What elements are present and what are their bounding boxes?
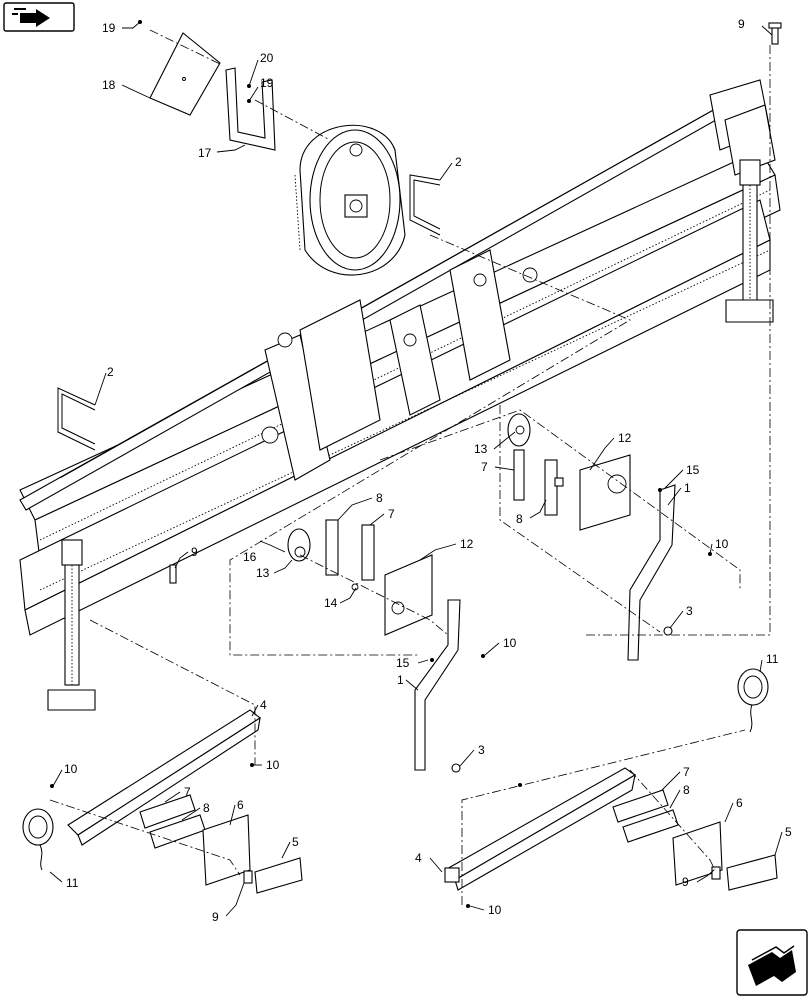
- callout-12a: 12: [618, 431, 632, 445]
- book-arrow-icon[interactable]: [3, 2, 75, 32]
- callout-3a: 3: [686, 604, 693, 618]
- next-page-arrow-icon[interactable]: [736, 929, 808, 996]
- callout-19a: 19: [102, 21, 116, 35]
- callout-1b: 1: [397, 673, 404, 687]
- callout-9b: 9: [191, 545, 198, 559]
- callout-11b: 11: [766, 652, 779, 666]
- callout-labels: 19 18 17 20 19 9 2 2 13 7 12 15 1 8 10 3…: [64, 17, 792, 924]
- callout-6b: 6: [736, 796, 743, 810]
- callout-5b: 5: [785, 825, 792, 839]
- light-bracket-right: [507, 413, 676, 661]
- callout-17: 17: [198, 146, 212, 160]
- callout-9a: 9: [738, 17, 745, 31]
- hose-reel: [294, 124, 406, 276]
- light-bracket-center: [287, 519, 461, 771]
- callout-14: 14: [324, 596, 338, 610]
- callout-3b: 3: [478, 743, 485, 757]
- callout-10d: 10: [64, 762, 78, 776]
- callout-6a: 6: [237, 798, 244, 812]
- callout-18: 18: [102, 78, 116, 92]
- callout-7c: 7: [184, 785, 191, 799]
- main-frame: [19, 79, 781, 636]
- callout-16: 16: [243, 550, 257, 564]
- alignment-lines: [49, 29, 771, 905]
- hardware-dots: [50, 20, 721, 908]
- callout-13b: 13: [256, 566, 270, 580]
- callout-11a: 11: [66, 876, 79, 890]
- channel-left: [22, 709, 303, 894]
- callout-19b: 19: [260, 76, 274, 90]
- callout-15a: 15: [686, 463, 700, 477]
- callout-8d: 8: [683, 783, 690, 797]
- callout-5a: 5: [292, 835, 299, 849]
- u-bolt-upper: [409, 174, 441, 236]
- u-bolt-left: [57, 387, 96, 451]
- callout-4b: 4: [415, 851, 422, 865]
- callout-13a: 13: [474, 442, 488, 456]
- stand-right: [725, 159, 774, 323]
- callout-9d: 9: [682, 875, 689, 889]
- callout-7a: 7: [481, 460, 488, 474]
- callout-8a: 8: [516, 512, 523, 526]
- stand-left: [47, 539, 96, 711]
- callout-20: 20: [260, 51, 274, 65]
- callout-7d: 7: [683, 765, 690, 779]
- callout-7b: 7: [388, 507, 395, 521]
- callout-15b: 15: [396, 656, 410, 670]
- shield-plate: [149, 32, 221, 116]
- callout-1a: 1: [684, 481, 691, 495]
- callout-9c: 9: [212, 910, 219, 924]
- callout-10c: 10: [266, 758, 280, 772]
- callout-4a: 4: [260, 698, 267, 712]
- callout-8b: 8: [376, 491, 383, 505]
- channel-right: [444, 668, 778, 891]
- callout-2b: 2: [107, 365, 114, 379]
- callout-10a: 10: [715, 537, 729, 551]
- callout-10e: 10: [488, 903, 502, 917]
- callout-2a: 2: [455, 155, 462, 169]
- callout-8c: 8: [203, 801, 210, 815]
- callout-12b: 12: [460, 537, 474, 551]
- callout-10b: 10: [503, 636, 517, 650]
- leader-lines: [49, 21, 783, 917]
